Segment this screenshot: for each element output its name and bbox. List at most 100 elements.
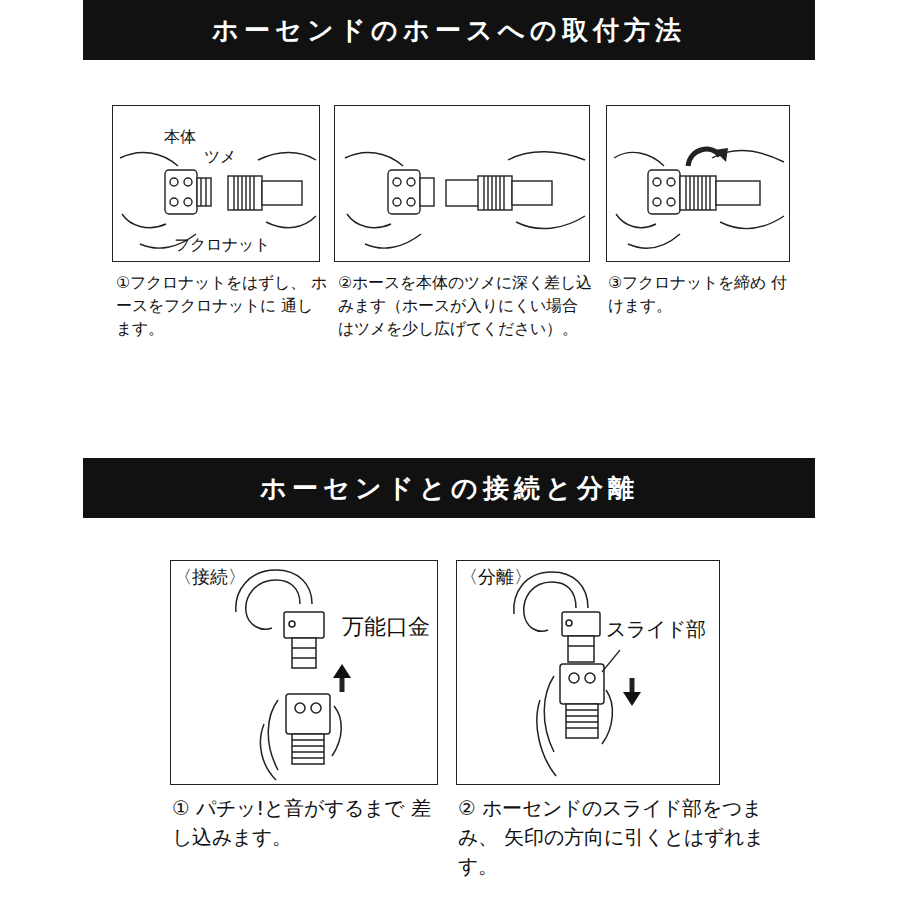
panel-3-illustration-shape [680, 176, 716, 210]
panel-4-illustration-shape [292, 757, 324, 759]
panel-3-illustration-shape [653, 178, 661, 186]
panel-4-illustration-shape [292, 647, 316, 649]
panel-2-illustration-shape [503, 176, 504, 210]
panel-2-illustration-shape [483, 176, 484, 210]
panel-1-illustration-shape [170, 178, 178, 186]
panel-1-illustration-shape [184, 178, 192, 186]
panel-1-illustration-shape [262, 181, 302, 205]
panel-3-illustration-shape [616, 214, 656, 228]
panel-4-illustration-shape [332, 706, 341, 756]
panel-frame [334, 105, 590, 262]
panel-4-illustration-shape [292, 638, 316, 668]
instruction-panel: 本体ツメフクロナット①フクロナットをはずし、 ホースをフクロナットに 通します。 [112, 105, 320, 262]
panel-2-illustration-shape [512, 181, 552, 205]
panel-3-illustration-shape [720, 216, 784, 229]
panel-3-illustration-shape [614, 152, 664, 166]
panel-4-illustration-shape [292, 739, 324, 741]
panel-2-illustration-shape [491, 176, 492, 210]
step-caption: ②ホースを本体のツメに深く差し込 みます（ホースが入りにくい場合 はツメを少し広… [338, 271, 598, 341]
panel-3-illustration-shape [628, 234, 680, 248]
panel-2-illustration-shape [499, 176, 500, 210]
panel-4-illustration-shape [236, 570, 312, 612]
panel-5-illustration-shape [630, 678, 635, 694]
panel-1-illustration-shape [266, 216, 316, 228]
panel-5-illustration [514, 572, 641, 776]
panel-5-illustration-shape [569, 673, 579, 683]
instruction-panel: ③フクロナットを締め 付けます。 [606, 105, 790, 262]
panel-2-illustration [345, 152, 585, 248]
panel-3-illustration-shape [716, 181, 760, 205]
panel-3-illustration-shape [688, 149, 720, 166]
panel-4-illustration-shape [286, 694, 330, 734]
panel-1-illustration-shape [249, 176, 250, 210]
panel-3-illustration-shape [701, 176, 702, 210]
panel-3-illustration-shape [667, 198, 675, 206]
panel-frame [606, 105, 790, 262]
panel-5-illustration-shape [585, 673, 595, 683]
step-caption: ② ホーセンドのスライド部をつまみ、 矢印の方向に引くとはずれます。 [458, 794, 788, 881]
panel-5-illustration-shape [602, 690, 612, 744]
panel-3-illustration-shape [685, 176, 686, 210]
section-heading: ホーセンドのホースへの取付方法 [212, 13, 686, 48]
panel-4-illustration-shape [284, 612, 324, 638]
section-heading: ホーセンドとの接続と分離 [260, 471, 639, 506]
panel-4-illustration-shape [289, 621, 295, 627]
panel-2-illustration-shape [478, 176, 512, 210]
part-label: 〈分離〉 [460, 566, 532, 588]
panel-4-illustration-shape [311, 703, 321, 713]
panel-1-illustration-shape [120, 152, 178, 166]
header-band: ホーセンドのホースへの取付方法 [83, 0, 815, 60]
panel-3-illustration-shape [653, 198, 661, 206]
step-caption: ③フクロナットを締め 付けます。 [608, 271, 794, 317]
panel-1-illustration-shape [197, 178, 211, 206]
panel-4-illustration-shape [268, 700, 278, 770]
panel-1-illustration-shape [122, 214, 166, 228]
panel-5-illustration-shape [566, 709, 598, 711]
panel-1-illustration-shape [200, 178, 201, 206]
panel-2-illustration-shape [420, 178, 434, 206]
panel-2-illustration-shape [407, 198, 415, 206]
panel-2-illustration-shape [393, 198, 401, 206]
panel-frame [456, 560, 720, 785]
panel-3-illustration-shape [648, 170, 680, 214]
panel-1-illustration-shape [245, 176, 246, 210]
panel-4-illustration-shape [260, 724, 276, 780]
panel-1-illustration-shape [237, 176, 238, 210]
panel-2-illustration-shape [347, 214, 391, 228]
panel-4-illustration-shape [295, 703, 305, 713]
panel-5-illustration-shape [566, 704, 598, 738]
panel-2-illustration-shape [393, 178, 401, 186]
panel-1-illustration-shape [184, 198, 192, 206]
panel-4-illustration-shape [292, 751, 324, 753]
part-label: 万能口金 [342, 614, 430, 640]
panel-4-illustration-shape [292, 734, 324, 764]
panel-5-illustration-shape [566, 721, 598, 723]
step-caption: ①フクロナットをはずし、 ホースをフクロナットに 通します。 [116, 271, 328, 341]
panel-4-illustration-shape [340, 676, 345, 692]
panel-5-illustration-shape [562, 612, 600, 636]
panel-3-illustration-shape [705, 176, 706, 210]
part-label: 本体 [164, 127, 196, 146]
panel-3-illustration [614, 148, 784, 248]
panel-1-illustration [120, 152, 316, 248]
panel-4-illustration-shape [333, 664, 351, 678]
instruction-panel: 〈分離〉スライド部② ホーセンドのスライド部をつまみ、 矢印の方向に引くとはずれ… [456, 560, 720, 785]
panel-1-illustration-shape [165, 170, 197, 214]
panel-1-illustration-shape [241, 176, 242, 210]
panel-1-illustration-shape [253, 176, 254, 210]
panel-2-illustration-shape [365, 234, 421, 248]
panel-5-illustration-shape [566, 620, 572, 626]
panel-1-illustration-shape [258, 153, 316, 161]
panel-1-illustration-shape [170, 198, 178, 206]
instruction-panel: 〈接続〉万能口金① パチッ!と音がするまで 差し込みます。 [170, 560, 438, 785]
panel-3-illustration-shape [697, 176, 698, 210]
panel-5-illustration-shape [623, 692, 641, 706]
panel-5-illustration-shape [560, 664, 604, 704]
panel-3-illustration-shape [667, 178, 675, 186]
panel-4-illustration-shape [292, 745, 324, 747]
panel-2-illustration-shape [388, 170, 420, 214]
panel-5-illustration-shape [602, 650, 620, 672]
header-band: ホーセンドとの接続と分離 [83, 458, 815, 518]
